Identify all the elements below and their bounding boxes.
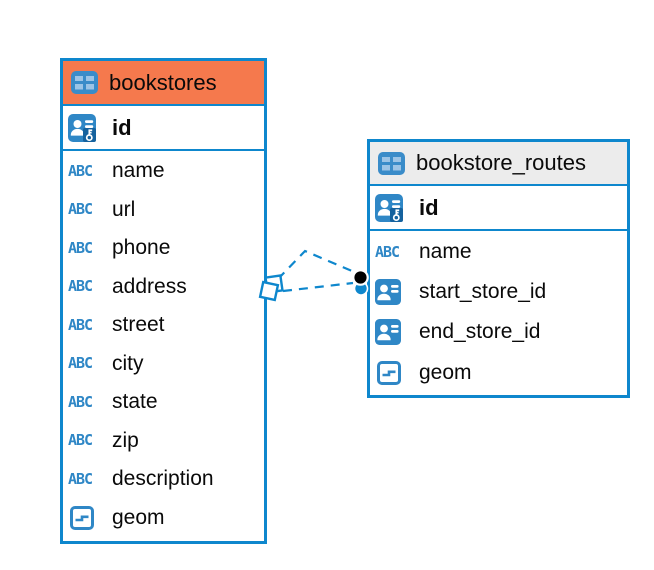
text-type-icon: ABC — [68, 469, 104, 488]
text-type-icon: ABC — [68, 202, 104, 217]
relationship-line-upper[interactable] — [277, 249, 353, 280]
column-row[interactable]: ABC zip — [63, 422, 264, 461]
table-icon-glyph — [378, 151, 405, 175]
column-row[interactable]: ABC phone — [63, 229, 264, 268]
text-type-icon-label: ABC — [68, 277, 93, 296]
column-row-pk[interactable]: id — [63, 106, 264, 151]
text-type-icon: ABC — [68, 238, 104, 257]
text-type-icon-label: ABC — [68, 469, 93, 488]
column-row[interactable]: end_store_id — [370, 312, 627, 352]
table-bookstores[interactable]: bookstores id ABC name ABC ur — [60, 58, 267, 544]
table-title: bookstores — [109, 69, 217, 95]
foreign-key-icon — [375, 319, 411, 346]
geometry-type-icon-glyph — [70, 505, 94, 530]
column-name: id — [419, 194, 439, 220]
primary-key-icon — [375, 193, 411, 222]
text-type-icon-label: ABC — [68, 392, 93, 411]
column-row-pk[interactable]: id — [370, 186, 627, 231]
table-bookstore-routes[interactable]: bookstore_routes id ABC name — [367, 139, 630, 398]
primary-key-icon-glyph — [68, 113, 96, 142]
text-type-icon: ABC — [68, 392, 104, 411]
column-name: city — [112, 351, 144, 375]
column-name: state — [112, 390, 158, 414]
column-row[interactable]: ABC address — [63, 268, 264, 307]
column-row[interactable]: geom — [370, 353, 627, 393]
text-type-icon-label: ABC — [68, 354, 93, 373]
text-type-icon-label: ABC — [375, 242, 400, 261]
column-name: geom — [419, 360, 472, 384]
column-name: geom — [112, 505, 165, 529]
text-type-icon: ABC — [68, 279, 104, 294]
column-name: street — [112, 313, 165, 337]
table-icon-glyph — [71, 71, 98, 94]
table-columns: ABC name start_store_id — [370, 231, 627, 393]
column-row[interactable]: ABC name — [370, 232, 627, 272]
geometry-type-icon-glyph — [377, 360, 401, 385]
text-type-icon-label: ABC — [68, 200, 93, 219]
column-row[interactable]: ABC state — [63, 383, 264, 422]
text-type-icon: ABC — [68, 161, 104, 180]
column-name: end_store_id — [419, 320, 541, 344]
column-name: description — [112, 467, 214, 491]
foreign-key-icon-glyph — [375, 319, 401, 346]
column-row[interactable]: ABC name — [63, 152, 264, 191]
column-name: address — [112, 274, 187, 298]
table-columns: ABC name ABC url ABC phone ABC address A… — [63, 151, 264, 537]
primary-key-icon — [68, 113, 104, 142]
foreign-key-icon — [375, 279, 411, 306]
column-row[interactable]: start_store_id — [370, 272, 627, 312]
text-type-icon-label: ABC — [68, 315, 93, 334]
geometry-type-icon — [375, 360, 411, 385]
column-row[interactable]: ABC description — [63, 460, 264, 499]
column-name: start_store_id — [419, 280, 547, 304]
relationship-connector-bookstores-to-routes[interactable] — [258, 249, 369, 302]
column-name: url — [112, 197, 136, 221]
target-circle-blue — [353, 281, 369, 296]
table-title: bookstore_routes — [416, 150, 586, 175]
column-name: name — [112, 159, 165, 183]
source-diamond-back — [264, 274, 284, 294]
geometry-type-icon — [68, 505, 104, 530]
foreign-key-icon-glyph — [375, 279, 401, 306]
relationship-target-marker — [352, 269, 369, 296]
text-type-icon-label: ABC — [68, 431, 93, 450]
column-name: zip — [112, 428, 139, 452]
text-type-icon: ABC — [375, 242, 411, 261]
text-type-icon: ABC — [68, 356, 104, 371]
text-type-icon: ABC — [68, 315, 104, 334]
table-icon — [71, 71, 100, 94]
text-type-icon-label: ABC — [68, 161, 93, 180]
column-row[interactable]: ABC street — [63, 306, 264, 345]
table-header-bookstores[interactable]: bookstores — [63, 61, 264, 106]
relationship-line-lower[interactable] — [282, 281, 354, 293]
table-header-bookstore-routes[interactable]: bookstore_routes — [370, 142, 627, 186]
table-icon — [378, 151, 407, 175]
column-row[interactable]: ABC url — [63, 191, 264, 230]
text-type-icon: ABC — [68, 433, 104, 448]
column-name: id — [112, 114, 132, 140]
column-name: phone — [112, 236, 171, 260]
column-row[interactable]: geom — [63, 499, 264, 538]
text-type-icon-label: ABC — [68, 238, 93, 257]
target-circle-black — [352, 269, 369, 286]
column-name: name — [419, 240, 472, 264]
column-row[interactable]: ABC city — [63, 345, 264, 384]
primary-key-icon-glyph — [375, 193, 403, 222]
